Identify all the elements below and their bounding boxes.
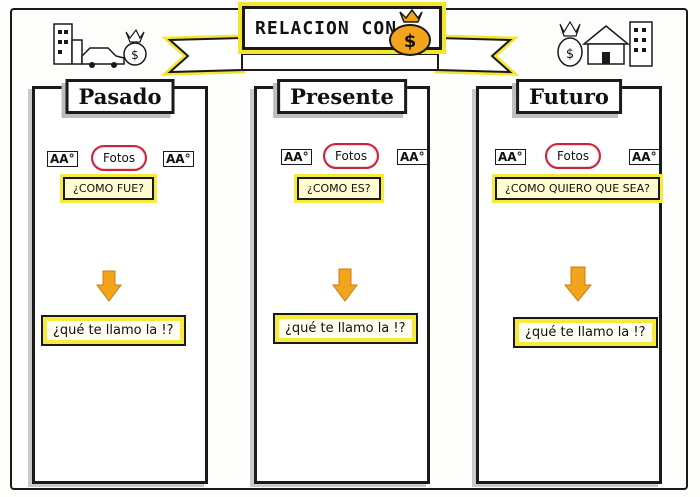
column-presente: Presente AA° Fotos AA° ¿COMO ES? ¿qué te… [254, 79, 430, 484]
column-pasado: Pasado AA° Fotos AA° ¿COMO FUE? ¿qué te … [32, 79, 208, 484]
photos-cloud: Fotos [545, 143, 602, 169]
svg-text:$: $ [566, 47, 574, 62]
column-title: Presente [290, 84, 394, 109]
down-arrow-icon [332, 268, 358, 302]
column-title-box: Presente [277, 79, 407, 114]
money-bag-icon: $ [123, 28, 147, 66]
question-bubble: ¿COMO FUE? [63, 177, 154, 200]
money-house-buildings-doodle: $ [557, 20, 653, 67]
text-icon: AA° [495, 149, 526, 165]
column-futuro: Futuro AA° Fotos AA° ¿COMO QUIERO QUE SE… [476, 79, 662, 484]
text-icon: AA° [163, 151, 194, 167]
money-bag-icon: $ [389, 8, 431, 56]
buildings-car-money-doodle: $ [53, 23, 147, 68]
text-icon: AA° [629, 149, 660, 165]
house-icon [581, 25, 631, 65]
svg-text:$: $ [404, 31, 417, 52]
down-arrow-icon [563, 266, 593, 302]
photos-cloud: Fotos [323, 143, 380, 169]
car-icon [81, 47, 125, 68]
column-title: Pasado [78, 84, 162, 109]
ribbon-banner [160, 34, 520, 76]
page-title: RELACION CON [255, 17, 398, 39]
photos-cloud: Fotos [91, 145, 148, 171]
money-bag-icon: $ [557, 20, 583, 67]
buildings-icon [629, 21, 653, 67]
text-icon: AA° [397, 149, 428, 165]
column-title-box: Futuro [516, 79, 622, 114]
question-bubble: ¿COMO QUIERO QUE SEA? [495, 177, 660, 200]
prompt-box: ¿qué te llamo la !? [273, 313, 418, 344]
column-title-box: Pasado [65, 79, 175, 114]
text-icon: AA° [47, 151, 78, 167]
prompt-box: ¿qué te llamo la !? [513, 317, 658, 348]
down-arrow-icon [96, 270, 122, 302]
question-bubble: ¿COMO ES? [297, 177, 381, 200]
column-title: Futuro [529, 84, 609, 109]
svg-text:$: $ [131, 48, 139, 62]
prompt-box: ¿qué te llamo la !? [41, 315, 186, 346]
buildings-icon [53, 23, 83, 65]
text-icon: AA° [281, 149, 312, 165]
